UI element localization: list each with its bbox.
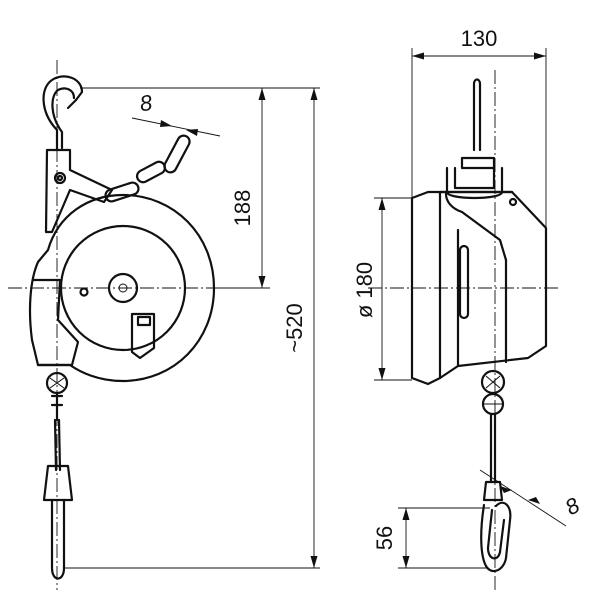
dim-chain-link-side: 8 <box>561 492 585 520</box>
dim-hook-to-center: 188 <box>230 190 255 227</box>
dim-carabiner-length: 56 <box>372 526 397 550</box>
side-view <box>368 70 560 590</box>
dim-side-width: 130 <box>461 26 498 51</box>
front-view <box>8 60 232 590</box>
front-dimensions: 8 188 ~520 <box>64 87 320 569</box>
top-hook <box>42 75 84 152</box>
suspension-bracket <box>44 148 114 234</box>
dim-drum-diameter: ø 180 <box>352 262 377 318</box>
side-housing <box>410 190 548 386</box>
safety-chain <box>104 134 191 203</box>
side-dimensions: 130 ø 180 56 8 <box>352 26 585 569</box>
side-cable-assembly <box>480 369 512 573</box>
dim-overall-length: ~520 <box>282 303 307 353</box>
side-top-rod <box>472 78 482 152</box>
dim-chain-link-front: 8 <box>138 90 154 117</box>
side-yoke <box>438 156 518 207</box>
front-cable-assembly <box>42 371 74 580</box>
